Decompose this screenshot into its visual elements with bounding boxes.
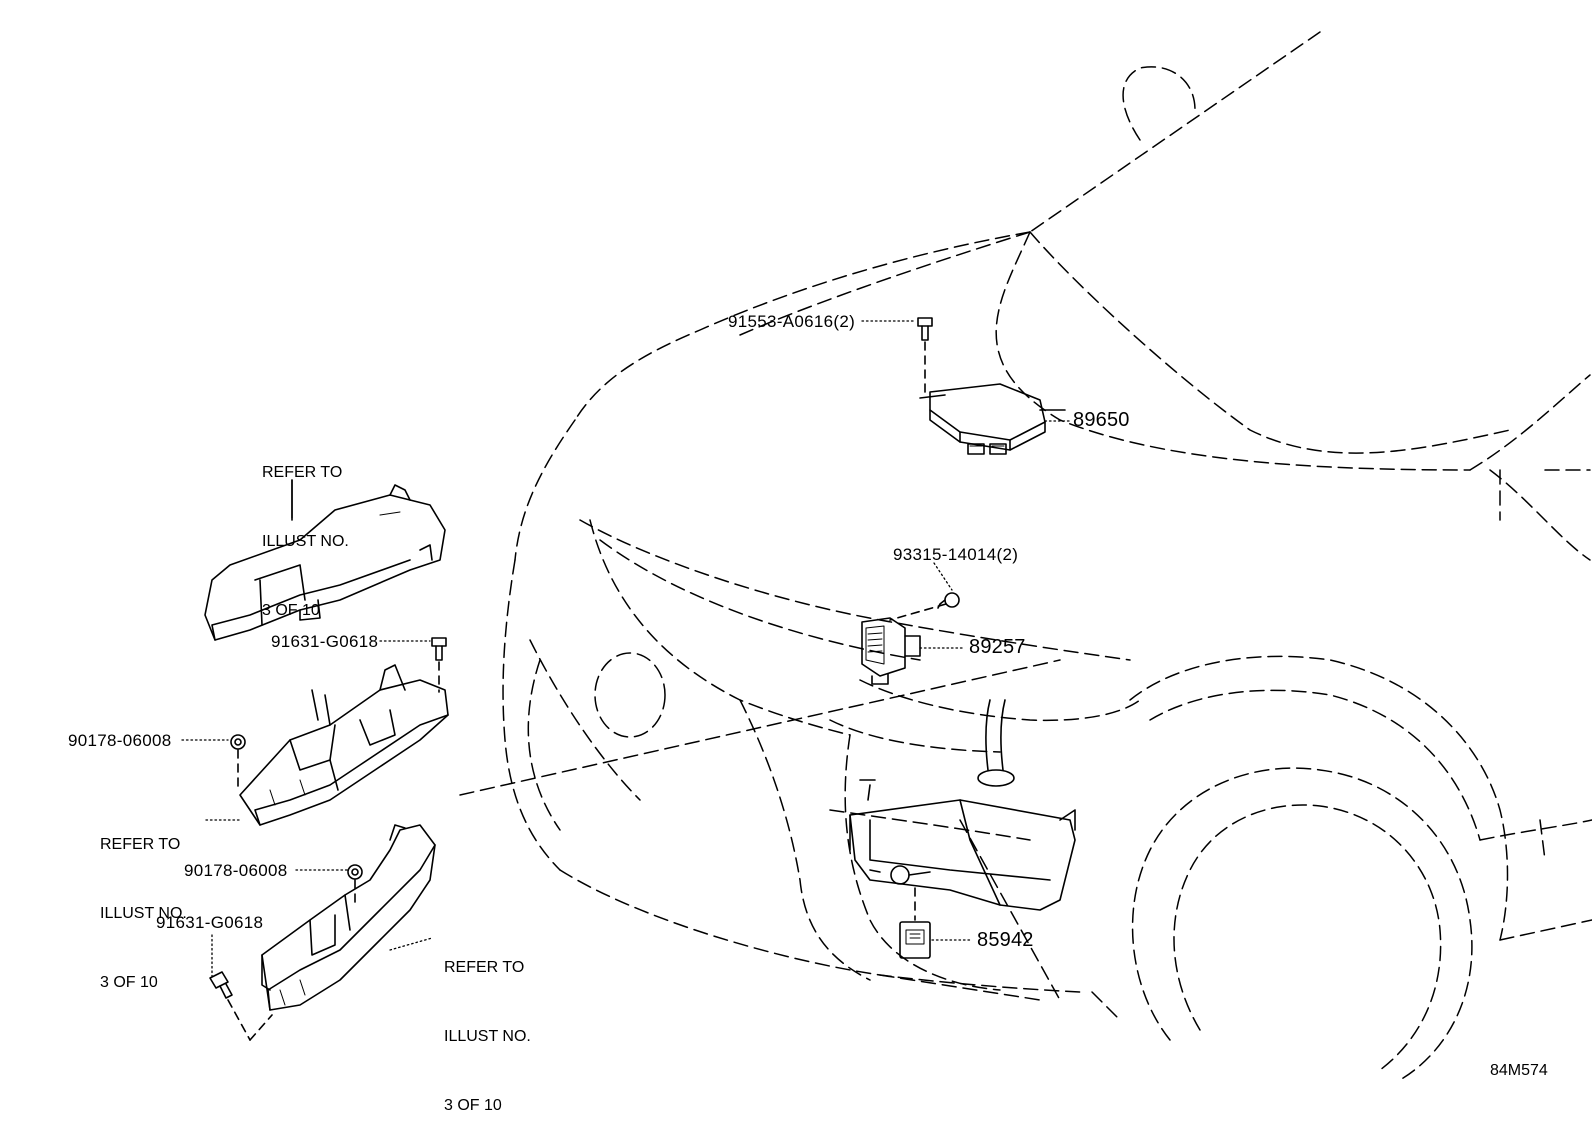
- parts-diagram: 91553-A0616(2) 89650 93315-14014(2) 8925…: [68, 31, 1592, 1114]
- refer-note-bracket: REFER TO ILLUST NO. 3 OF 10: [100, 787, 187, 1017]
- refer-note-line2: ILLUST NO.: [444, 1028, 531, 1045]
- nut-90178-lower-drawing: [347, 864, 363, 906]
- refer-note-line1: REFER TO: [262, 464, 343, 481]
- part-85942-drawing: [899, 887, 931, 959]
- refer-note-line3: 3 OF 10: [444, 1097, 502, 1114]
- diagram-id: 84M574: [1490, 1062, 1548, 1079]
- middle-bracket-drawing: [239, 664, 449, 826]
- refer-note-line3: 3 OF 10: [100, 974, 158, 991]
- diagram-drawing: [181, 31, 1592, 1081]
- callout-91631-g0618-upper: 91631-G0618: [271, 632, 379, 651]
- bolt-91631-upper-drawing: [431, 637, 447, 693]
- refer-note-line1: REFER TO: [444, 959, 525, 976]
- callout-90178-06008-upper: 90178-06008: [68, 731, 172, 750]
- nut-90178-upper-drawing: [230, 734, 246, 791]
- callout-85942: 85942: [977, 929, 1034, 951]
- bolt-91553-drawing: [917, 317, 933, 393]
- callout-89650: 89650: [1073, 409, 1130, 431]
- callout-93315-14014: 93315-14014(2): [893, 545, 1019, 564]
- washer-bracket-drawing: [849, 699, 1076, 911]
- screw-93315-drawing: [889, 592, 960, 621]
- ecu-89650-drawing: [919, 383, 1066, 455]
- refer-note-line2: ILLUST NO.: [262, 533, 349, 550]
- upper-cover-drawing: [204, 479, 446, 641]
- refer-note-cover: REFER TO ILLUST NO. 3 OF 10: [262, 415, 349, 645]
- callout-89257: 89257: [969, 636, 1026, 658]
- refer-note-line1: REFER TO: [100, 836, 181, 853]
- callout-90178-06008-lower: 90178-06008: [184, 861, 288, 880]
- sensor-89257-drawing: [861, 617, 921, 685]
- lower-bracket-drawing: [261, 824, 436, 1011]
- refer-note-lower-bracket: REFER TO ILLUST NO. 3 OF 10: [444, 910, 531, 1140]
- leader-lines: [181, 320, 1071, 977]
- callout-91553-a0616: 91553-A0616(2): [728, 312, 856, 331]
- refer-note-line2: ILLUST NO.: [100, 905, 187, 922]
- refer-note-line3: 3 OF 10: [262, 602, 320, 619]
- callout-91631-g0618-lower: 91631-G0618: [156, 913, 264, 932]
- vehicle-outline: [459, 31, 1592, 1081]
- bolt-91631-lower-drawing: [209, 971, 273, 1041]
